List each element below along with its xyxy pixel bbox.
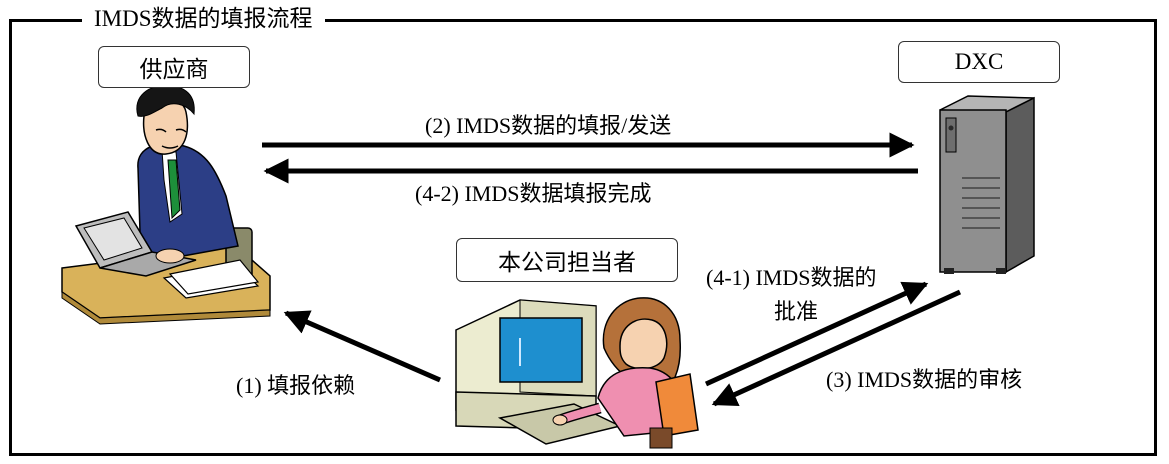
step4-1-label-line1: (4-1) IMDS数据的 — [706, 265, 877, 290]
arrows — [262, 132, 962, 407]
diagram-frame — [9, 19, 1157, 456]
diagram-title: IMDS数据的填报流程 — [82, 4, 325, 34]
arrow-step3 — [711, 289, 962, 407]
step4-1-label-line2: 批准 — [774, 299, 819, 324]
supplier-illustration — [61, 85, 271, 325]
supplier-label: 供应商 — [98, 46, 250, 88]
step1-label: (1) 填报依赖 — [236, 373, 356, 398]
dxc-label: DXC — [898, 41, 1060, 83]
step2-label: (2) IMDS数据的填报/发送 — [425, 113, 672, 138]
company-staff-label: 本公司担当者 — [456, 238, 678, 282]
staff-illustration — [455, 297, 699, 449]
step4-2-label: (4-2) IMDS数据填报完成 — [415, 181, 652, 206]
server-illustration — [939, 95, 1035, 274]
step3-label: (3) IMDS数据的审核 — [826, 367, 1023, 392]
arrow-step4-1 — [704, 281, 929, 387]
arrow-step1 — [283, 310, 441, 383]
